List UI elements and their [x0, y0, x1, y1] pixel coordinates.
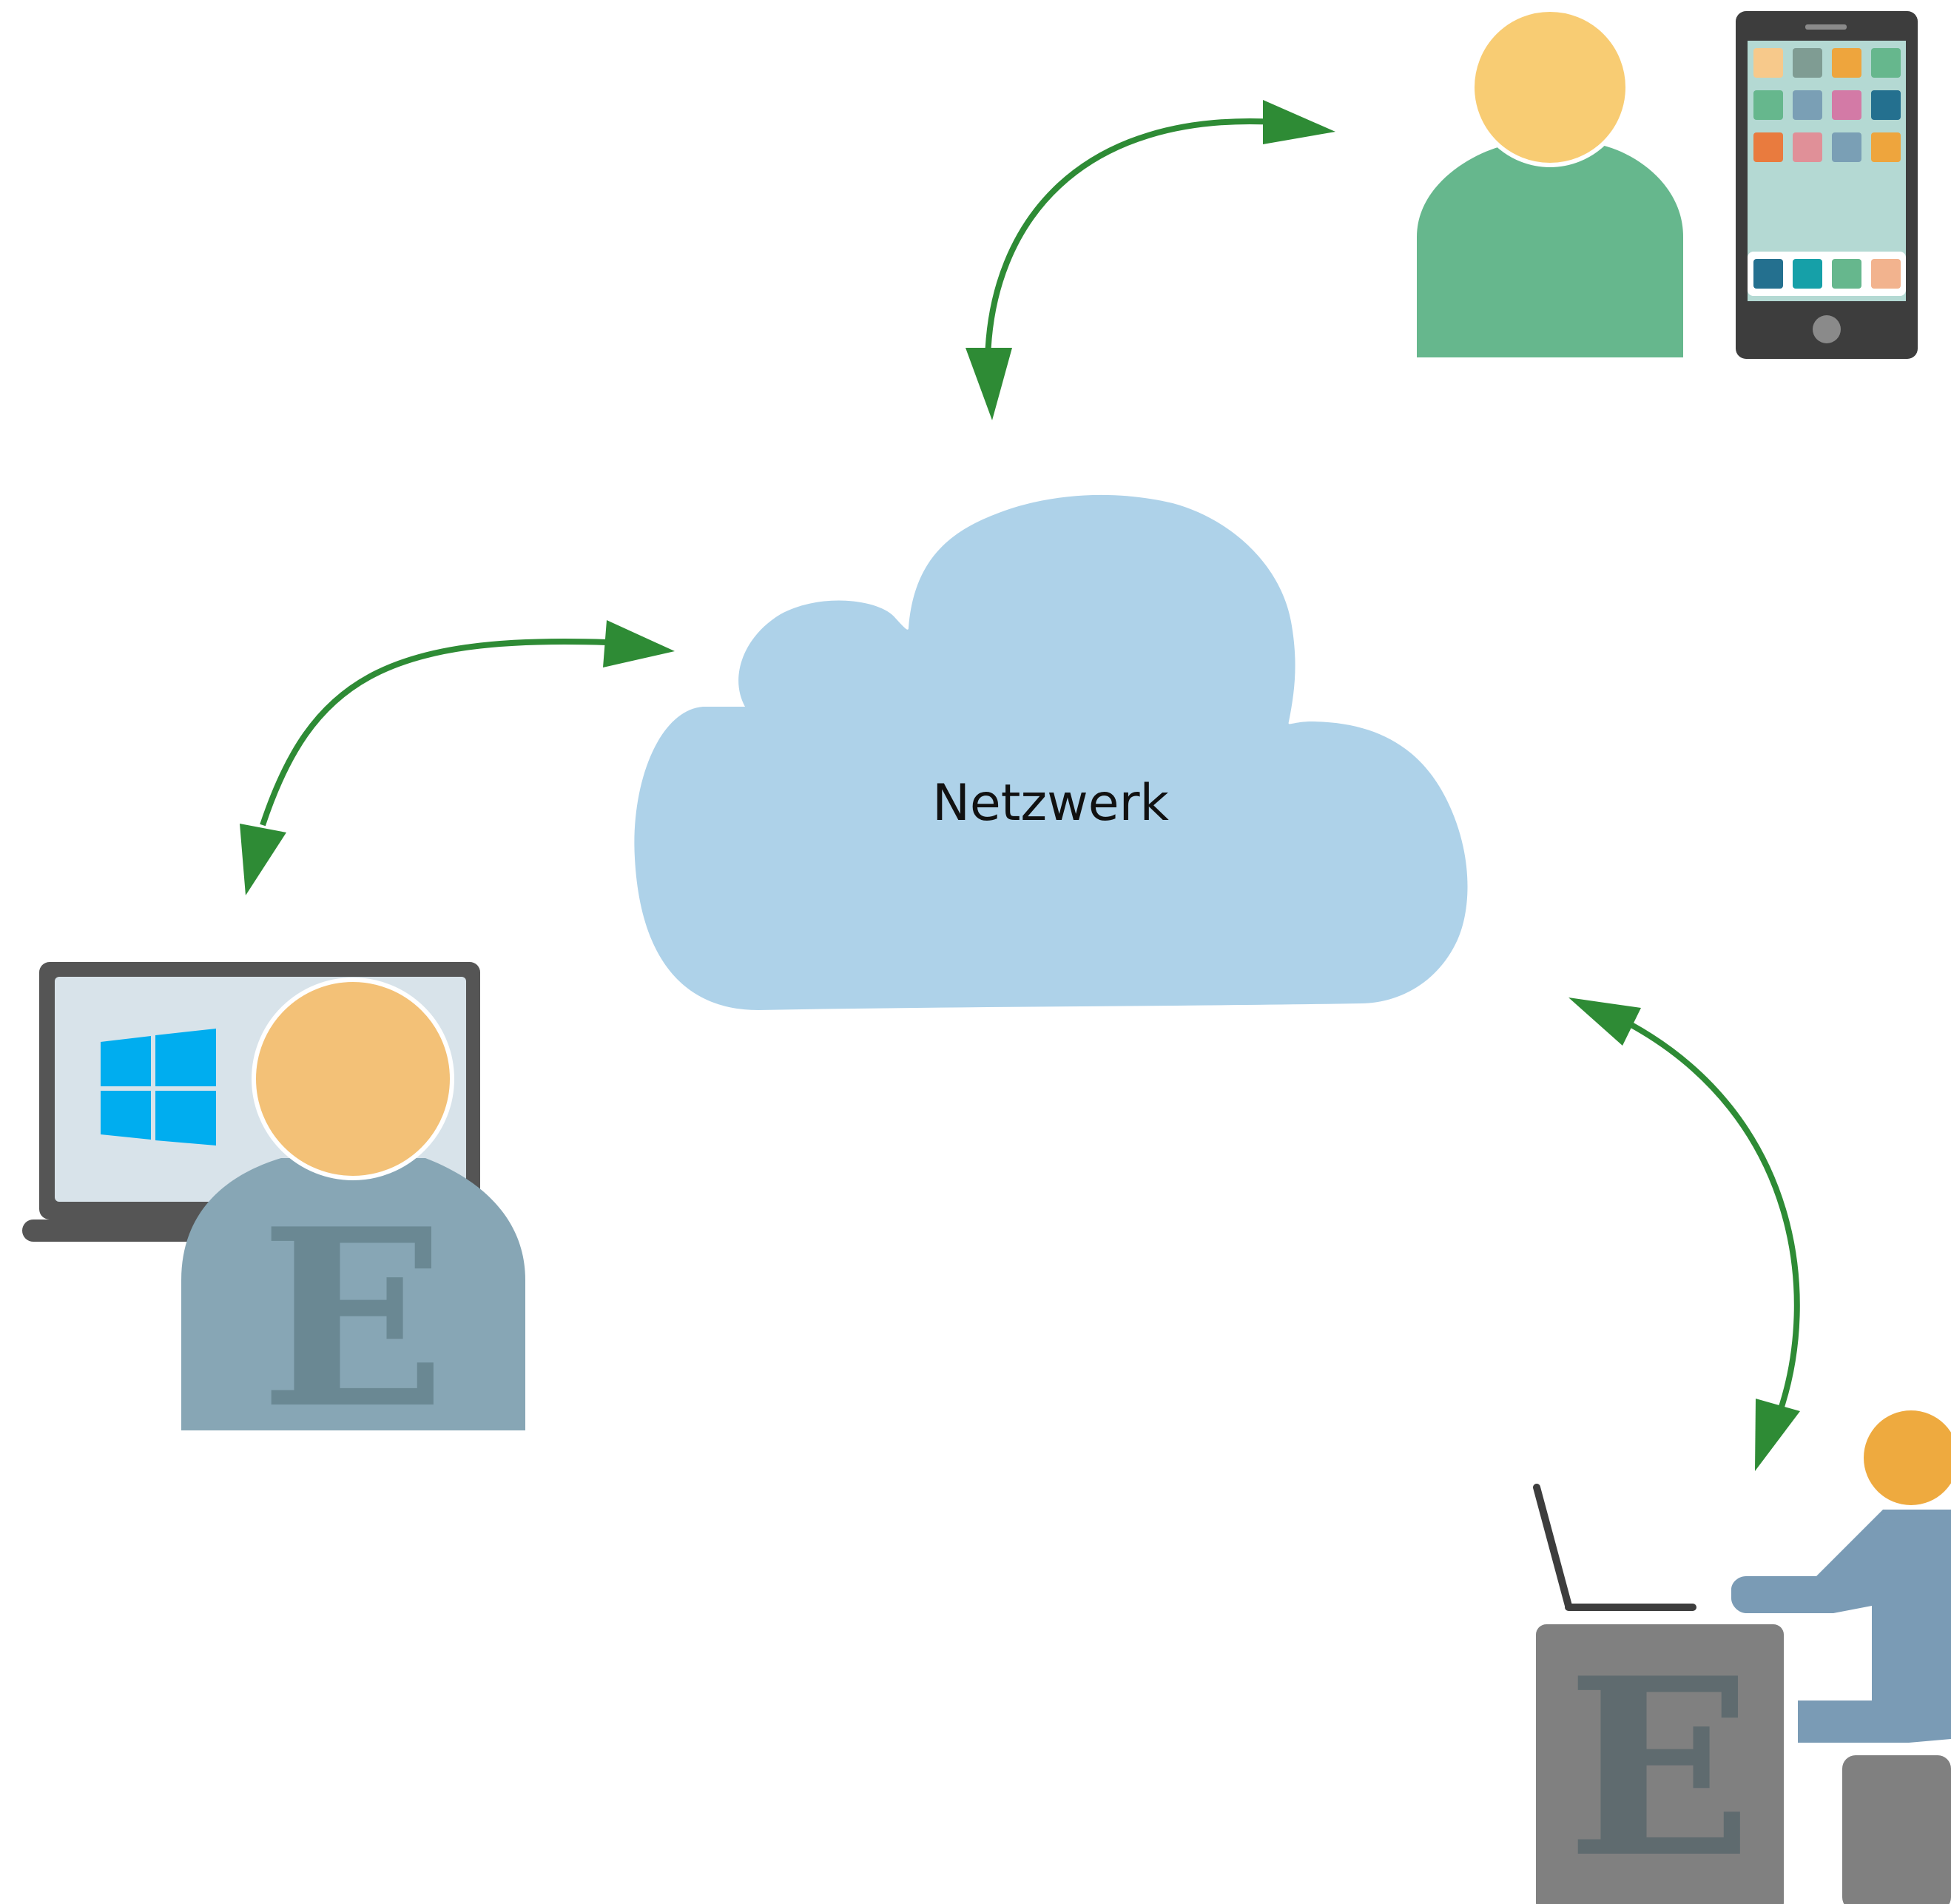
arrowhead: [240, 824, 286, 895]
app-tile-icon: [1753, 48, 1783, 78]
app-tile-icon: [1832, 90, 1861, 120]
app-grid: [1753, 48, 1901, 162]
person-head: [1470, 7, 1630, 167]
app-tile-icon: [1832, 132, 1861, 162]
app-tile-icon: [1753, 90, 1783, 120]
laptop-screen-line: [1533, 1484, 1572, 1609]
app-tile-icon: [1832, 48, 1861, 78]
home-button: [1813, 315, 1841, 343]
cloud-label: Netzwerk: [932, 774, 1169, 832]
arrowhead: [966, 348, 1012, 420]
windows-logo-icon: [101, 1029, 216, 1146]
person-icon: [1417, 7, 1683, 357]
arrowhead: [1755, 1399, 1800, 1471]
arrowhead: [1568, 998, 1641, 1046]
desk-user-group: E: [1533, 1410, 1951, 1904]
mobile-user-group: [1417, 7, 1918, 359]
app-dock: [1753, 259, 1901, 289]
chair-seat: [1842, 1755, 1951, 1904]
person-body: [181, 1158, 525, 1430]
emblem-e-icon: E: [1566, 1624, 1753, 1904]
app-tile-icon: [1793, 132, 1822, 162]
emblem-e-icon: E: [260, 1175, 446, 1462]
dock-app-icon: [1793, 259, 1822, 289]
person-torso: [1798, 1510, 1951, 1743]
person-head: [252, 978, 454, 1180]
arrowhead: [603, 620, 675, 667]
person-body: [1417, 144, 1683, 357]
dock-app-icon: [1871, 259, 1901, 289]
arrow-cloud-desk: [1568, 998, 1800, 1471]
person-at-desk-icon: [1731, 1410, 1951, 1904]
connection-arrows: [240, 100, 1800, 1471]
person-head: [1864, 1410, 1951, 1505]
network-cloud: Netzwerk: [634, 494, 1468, 1010]
app-tile-icon: [1793, 48, 1822, 78]
app-tile-icon: [1871, 132, 1901, 162]
person-icon: E: [181, 978, 525, 1462]
arrow-cloud-windows: [240, 620, 675, 895]
app-tile-icon: [1871, 90, 1901, 120]
cloud-shape: [634, 494, 1468, 1010]
app-tile-icon: [1871, 48, 1901, 78]
app-tile-icon: [1793, 90, 1822, 120]
desk: [1536, 1624, 1784, 1904]
smartphone-icon: [1736, 11, 1918, 359]
arrow-cloud-mobile: [966, 100, 1335, 420]
arrowhead: [1263, 100, 1335, 144]
windows-user-group: E: [22, 962, 525, 1462]
dock-app-icon: [1832, 259, 1861, 289]
app-tile-icon: [1753, 132, 1783, 162]
dock-app-icon: [1753, 259, 1783, 289]
